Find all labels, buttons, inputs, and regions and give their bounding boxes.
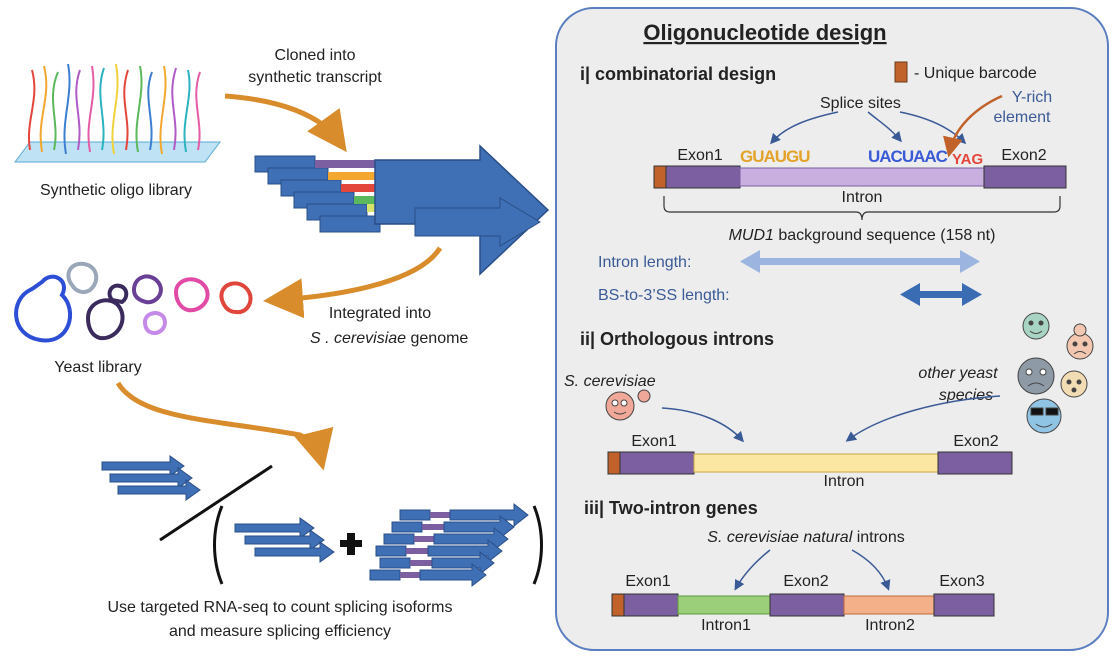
spliced-reads-icon [234,517,335,563]
integrated-label-line2: S . cerevisiae genome [310,330,468,347]
s1-exon2-label: Exon2 [1001,147,1046,164]
section1-title: i| combinatorial design [580,64,776,84]
intron-length-arrow [740,250,980,273]
cloned-label-line2: synthetic transcript [248,69,382,86]
background-gene: MUD1 [729,227,774,244]
y-rich-arrow [943,94,1003,158]
bs-length-arrow [900,283,982,306]
s3-natural-label: S. cerevisiae natural introns [707,529,904,546]
panel-title: Oligonucleotide design [643,20,886,45]
cloned-label-line1: Cloned into [275,47,356,64]
splice-arrow-bs [867,111,902,143]
s2-intron-label: Intron [824,473,865,490]
s2-exon2-label: Exon2 [953,433,998,450]
s3-natural-rest: introns [852,529,904,546]
s1-intron-label: Intron [842,189,883,206]
background-rest: background sequence (158 nt) [774,227,995,244]
other-yeast-line2: species [939,387,993,404]
splice-sites-label: Splice sites [820,95,901,112]
s3-arrow-intron1 [734,549,771,591]
s3-gene-construct [611,593,995,617]
yeast-library-label: Yeast library [54,359,141,376]
integrated-label-line1: Integrated into [329,305,431,322]
integrated-rest: genome [406,330,468,347]
s2-arrow-scer [661,407,744,443]
bottom-caption-line1: Use targeted RNA-seq to count splicing i… [107,599,452,616]
rnaseq-arrow [115,381,334,471]
unspliced-reads-icon [101,455,201,501]
barcode-legend-swatch [894,61,908,83]
integrated-arrow [263,246,443,319]
left-bracket [213,505,224,585]
s2-arrow-other [845,395,1001,442]
other-yeast-line1: other yeast [918,365,998,382]
right-bracket [532,505,543,585]
s3-exon1-label: Exon1 [625,573,670,590]
s2-species-label: S. cerevisiae [564,373,656,390]
oligo-library-label: Synthetic oligo library [40,182,192,199]
s3-intron1-label: Intron1 [701,617,751,634]
oligo-strands-icon [14,63,221,163]
splice-arrow-5ss [770,111,839,145]
transcript-arrows-icon [254,144,550,276]
s3-exon2-label: Exon2 [783,573,828,590]
section2-title: ii| Orthologous introns [580,329,774,349]
s3-exon3-label: Exon3 [939,573,984,590]
intron-length-label: Intron length: [598,254,691,271]
s3-arrow-intron2 [851,549,891,591]
motif-3ss: YAG [952,151,983,168]
y-rich-label-line1: Y-rich [1012,89,1052,106]
motif-bs: UACUAAC [868,147,948,166]
intron-retained-reads-icon [369,502,529,588]
s1-gene-construct [653,165,1067,189]
section3-title: iii| Two-intron genes [584,498,758,518]
s3-natural-species: S. cerevisiae natural [707,529,852,546]
background-brace [663,196,1061,221]
y-rich-label-line2: element [994,109,1051,126]
s2-exon1-label: Exon1 [631,433,676,450]
plus-icon [340,533,362,555]
barcode-legend-label: - Unique barcode [914,65,1037,82]
s3-intron2-label: Intron2 [865,617,915,634]
yeast-face-icons [605,312,1094,434]
bs-length-label: BS-to-3’SS length: [598,287,730,304]
bottom-caption-line2: and measure splicing efficiency [169,623,391,640]
s2-gene-construct [607,451,1013,475]
yeast-cells-icon [14,261,253,343]
motif-5ss: GUAUGU [740,147,810,166]
s1-exon1-label: Exon1 [677,147,722,164]
divider-slash [159,464,273,542]
integrated-species: S . cerevisiae [310,330,406,347]
cloned-arrow [224,93,347,153]
background-label: MUD1 background sequence (158 nt) [729,227,996,244]
